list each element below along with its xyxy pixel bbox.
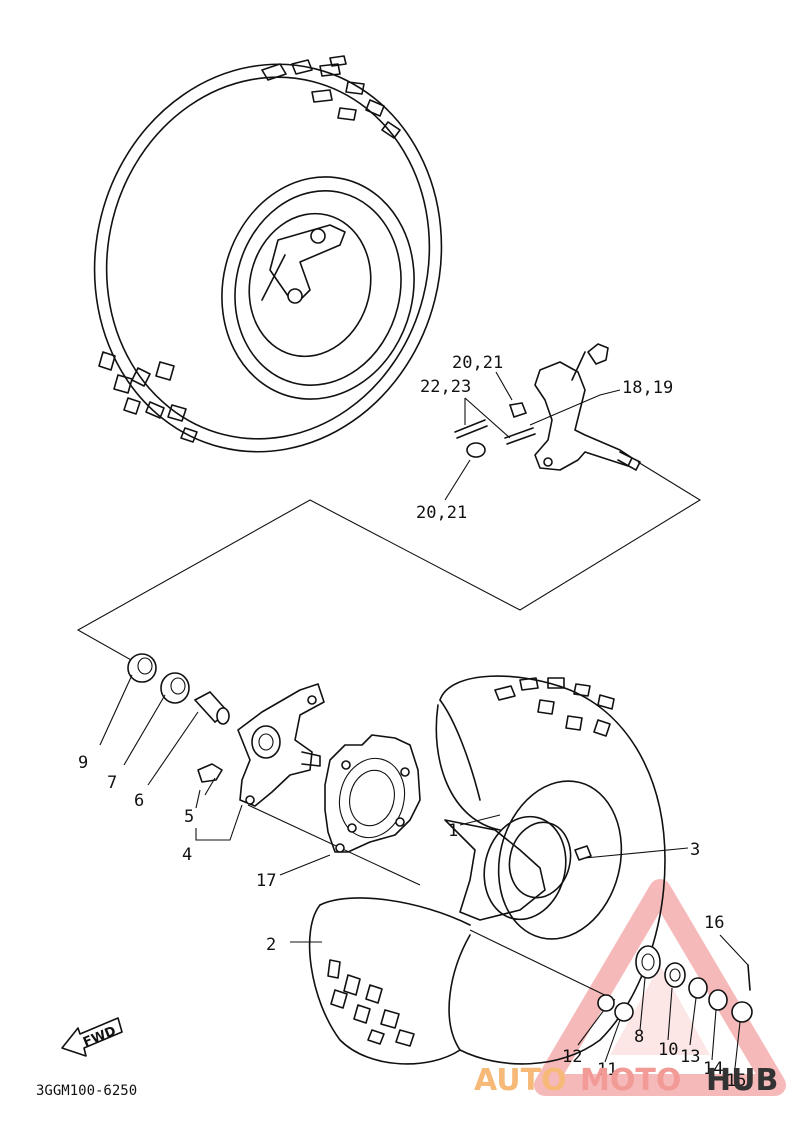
axle-parts — [597, 945, 753, 1023]
label-6: 6 — [134, 791, 144, 811]
part-labels: 9 7 6 5 4 17 2 1 3 16 12 11 8 10 13 14 1… — [78, 353, 746, 1091]
label-17: 17 — [256, 871, 276, 891]
label-14: 14 — [703, 1059, 723, 1079]
label-9: 9 — [78, 753, 88, 773]
label-22-23: 22,23 — [420, 377, 471, 397]
label-8: 8 — [634, 1027, 644, 1047]
label-12: 12 — [562, 1047, 582, 1067]
label-5: 5 — [184, 807, 194, 827]
nut-and-pin-parts — [444, 371, 621, 501]
label-18-19: 18,19 — [622, 378, 673, 398]
label-leaders — [99, 674, 749, 1069]
label-20-21-top: 20,21 — [452, 353, 503, 373]
watermark-logo — [534, 879, 786, 1096]
tire — [308, 675, 666, 1065]
label-1: 1 — [448, 821, 458, 841]
steering-knuckle — [534, 343, 641, 471]
wheel-hub — [197, 683, 325, 807]
fwd-label: FWD — [81, 1024, 118, 1051]
label-7: 7 — [107, 773, 117, 793]
label-20-21-bottom: 20,21 — [416, 503, 467, 523]
brake-disc — [324, 734, 421, 853]
diagram-code: 3GGM100-6250 — [36, 1083, 137, 1099]
bearings-and-spacer — [127, 653, 230, 725]
watermark-part1: AUTO — [474, 1063, 567, 1098]
fwd-arrow-icon: FWD — [61, 1017, 123, 1057]
label-10: 10 — [658, 1040, 678, 1060]
label-15: 15 — [726, 1071, 746, 1091]
watermark-part3: HUB — [706, 1063, 778, 1098]
label-13: 13 — [680, 1047, 700, 1067]
watermark-part2: MOTO — [580, 1063, 681, 1098]
label-4: 4 — [182, 845, 192, 865]
watermark-text: AUTO MOTO HUB — [474, 1063, 778, 1098]
label-16: 16 — [704, 913, 724, 933]
label-2: 2 — [266, 935, 276, 955]
label-11: 11 — [597, 1060, 617, 1080]
wheel-rim — [444, 780, 623, 940]
label-3: 3 — [690, 840, 700, 860]
assembled-wheel — [93, 55, 443, 453]
assembly-lines — [76, 461, 702, 1001]
